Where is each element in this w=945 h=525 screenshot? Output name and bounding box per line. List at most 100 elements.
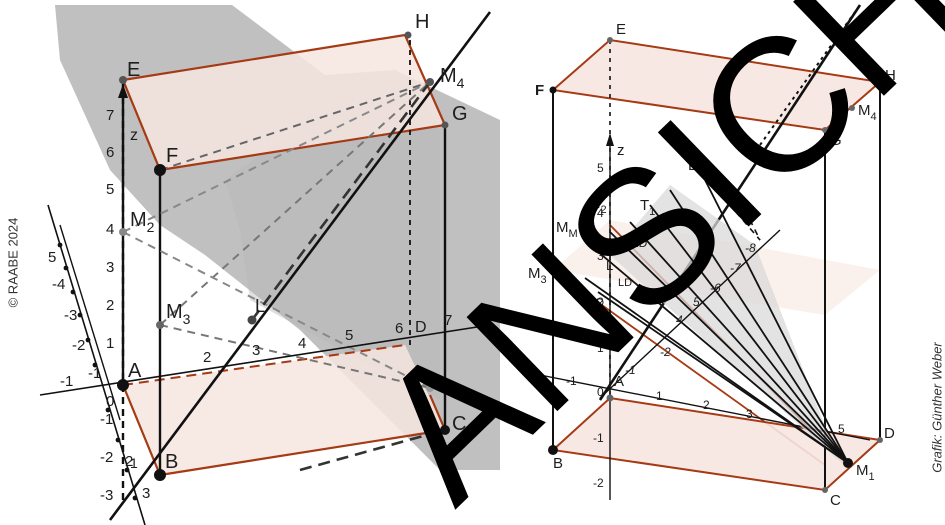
left-y-tick: -4: [52, 276, 65, 293]
left-z-tick: 7: [106, 107, 114, 124]
left-z-tick: 5: [106, 181, 114, 198]
right-x-ticks: 1 2 3 5 2 -1: [528, 367, 845, 436]
left-dash-m2-m4: [122, 81, 431, 233]
right-fan-region: [610, 185, 838, 460]
left-dash-m3-d: [159, 324, 431, 389]
right-y-tick: -6: [710, 281, 721, 295]
left-dash-m2-d: [122, 231, 431, 389]
right-label-M3: M3: [528, 265, 547, 286]
right-z-tick: -1: [593, 431, 604, 445]
left-point-L: [247, 315, 257, 325]
right-fan-lines: [584, 169, 849, 464]
right-label-T1: T1: [640, 197, 655, 218]
left-y-tick: -1: [88, 365, 101, 382]
right-label-A: A: [614, 373, 624, 390]
right-y-tick: -1: [625, 363, 636, 377]
left-bottom-edge-bc: [159, 428, 446, 477]
right-point-G: [822, 127, 828, 133]
right-point-M1: [843, 458, 853, 468]
right-diagonal-dotted: [759, 4, 861, 146]
right-y-tick: 4: [676, 313, 683, 327]
left-point-G: [441, 121, 449, 129]
right-x-tick: -1: [566, 374, 577, 388]
left-label-z: z: [130, 127, 138, 144]
right-z-tick: 1: [597, 341, 604, 355]
left-x-tick: 2: [203, 349, 211, 366]
left-label-M4: M4: [440, 65, 465, 91]
right-point-F: [549, 86, 557, 94]
left-x-ticks: 2 3 4 5 6 7 8: [203, 305, 494, 366]
right-y-ticks: -8 -7 -6 5 4 -2 -1: [625, 241, 756, 377]
right-z-tick: 3: [597, 249, 604, 263]
right-z-arrow: [606, 133, 614, 146]
left-x-tick: 4: [298, 335, 306, 352]
right-point-M4: [849, 105, 855, 111]
right-label-M2: M2: [588, 195, 607, 216]
left-label-D: D: [415, 319, 427, 336]
right-label-M4: M4: [858, 102, 877, 123]
left-z-tick: 1: [106, 335, 114, 352]
left-z-arrow: [118, 84, 128, 98]
right-z-tick: 5: [597, 161, 604, 175]
right-y-tick: 5: [693, 295, 700, 309]
left-point-B: [154, 469, 166, 481]
right-z-tick: -2: [593, 476, 604, 490]
left-label-F: F: [166, 145, 178, 167]
right-label-B: B: [553, 455, 563, 472]
left-y-tick: 3: [142, 485, 150, 502]
left-y-tick: 1: [130, 455, 138, 471]
right-points: [548, 37, 883, 493]
left-label-B: B: [165, 451, 178, 473]
left-point-A: [117, 379, 129, 391]
left-point-D: [426, 384, 434, 392]
right-bottom-face: [553, 398, 880, 490]
right-label-LD: LD: [618, 277, 632, 289]
left-label-Ck: Ck: [452, 413, 474, 439]
right-point-C: [822, 487, 828, 493]
left-point-M3: [156, 321, 164, 329]
left-label-L: L: [255, 296, 265, 316]
graphic-credit: Grafik: Günther Weber: [929, 342, 945, 473]
right-z-tick: 4: [597, 206, 604, 220]
left-point-Ck: [440, 425, 450, 435]
left-point-M4: [426, 78, 434, 86]
right-y-tick: -2: [660, 345, 671, 359]
left-y-ticks: 5 -4 -3 -2 -1 -1 1 2 3: [48, 249, 150, 502]
left-x-tick: 5: [345, 327, 353, 344]
right-point-E: [607, 37, 613, 43]
right-label-T: T: [578, 288, 586, 303]
right-x-tick: 5: [838, 422, 845, 436]
right-y-axis: [599, 229, 781, 399]
right-label-MM: MM: [556, 219, 578, 240]
left-z-tick: 6: [106, 144, 114, 161]
right-x-tick: 2: [703, 398, 710, 412]
right-label-1D: 1D: [590, 297, 604, 309]
right-x-tick: 1: [656, 389, 663, 403]
right-label-F: F: [535, 82, 544, 99]
left-x-tick: 6: [395, 320, 403, 337]
left-z-tick: -3: [100, 487, 113, 504]
right-label-L: L: [688, 157, 696, 174]
left-y-axis-b: [59, 224, 121, 421]
right-label-G: G: [830, 132, 842, 149]
copyright-text: © RAABE 2024: [5, 217, 21, 308]
left-z-tick: -1: [100, 411, 113, 428]
right-fan-dashes: [699, 169, 761, 241]
left-label-M2: M2: [130, 209, 155, 235]
left-y-tick: -1: [60, 373, 73, 390]
left-dash-ck: [299, 428, 446, 472]
right-label-C: C: [830, 492, 841, 509]
right-label-H: H: [885, 67, 896, 84]
left-points: [117, 31, 450, 481]
left-y-tick: -2: [72, 337, 85, 354]
left-point-labels: E F H M4 G M2 M3 L A B Ck D z: [127, 11, 474, 473]
right-figure: F E H M4 G z M2 MM T1 L 2D L LD M3 T 1D …: [528, 4, 896, 509]
left-z-tick: 2: [106, 297, 114, 314]
right-x-tick: 2: [528, 367, 535, 381]
left-diagonal-line: [108, 11, 492, 521]
left-z-tick: 0: [106, 393, 114, 410]
left-dash-f-m4: [159, 81, 431, 171]
left-point-E: [119, 76, 127, 84]
right-label-z: z: [617, 142, 625, 159]
